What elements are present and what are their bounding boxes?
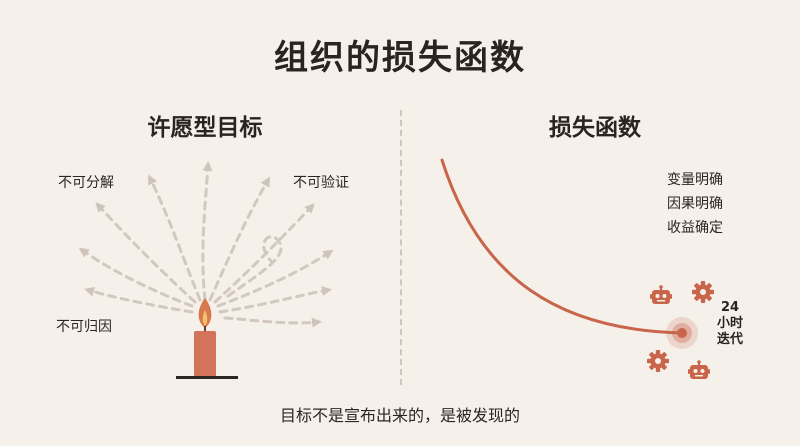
candle-icon <box>176 298 238 379</box>
wish-arrow <box>226 235 283 298</box>
convergence-point <box>666 317 698 349</box>
page-title: 组织的损失函数 <box>274 38 526 78</box>
property-item: 变量明确 <box>667 172 723 188</box>
caption: 目标不是宣布出来的，是被发现的 <box>279 406 520 425</box>
wish-arrows <box>78 161 334 328</box>
label-not-attributable: 不可归因 <box>56 319 112 335</box>
property-item: 收益确定 <box>667 220 723 236</box>
iteration-number: 24 <box>720 300 740 315</box>
label-not-decomposable: 不可分解 <box>58 175 114 191</box>
loss-properties: 变量明确 因果明确 收益确定 <box>640 168 750 240</box>
wish-arrow <box>84 286 194 314</box>
center-divider <box>400 110 402 385</box>
iteration-word: 迭代 <box>716 332 743 347</box>
gear-icon <box>692 281 714 303</box>
wish-arrow <box>216 249 334 308</box>
wish-arrow <box>218 286 332 314</box>
property-item: 因果明确 <box>667 196 723 212</box>
left-heading: 许愿型目标 <box>147 115 263 141</box>
robot-icon <box>650 285 672 304</box>
wish-arrow <box>223 316 322 328</box>
label-not-verifiable: 不可验证 <box>293 175 349 191</box>
right-heading: 损失函数 <box>549 115 641 141</box>
wish-arrow <box>78 247 194 308</box>
iteration-label: 24 小时 迭代 <box>700 300 760 348</box>
iteration-unit: 小时 <box>716 316 743 331</box>
wish-arrow <box>148 174 202 302</box>
robot-icon <box>688 360 710 379</box>
wish-arrow <box>213 203 315 304</box>
gear-icon <box>647 350 669 372</box>
loss-curve <box>440 158 684 335</box>
wish-arrow <box>95 202 197 304</box>
wish-arrow <box>208 176 270 302</box>
wish-arrow <box>201 161 213 302</box>
